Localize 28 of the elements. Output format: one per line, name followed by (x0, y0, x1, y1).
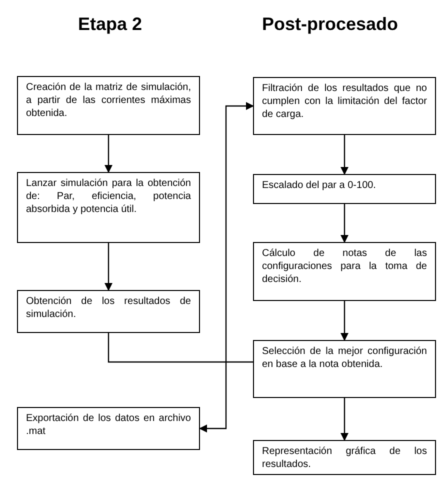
column-heading: Post-procesado (260, 14, 400, 35)
box-text: Escalado del par a 0-100. (262, 179, 377, 192)
arrow (340, 135, 348, 175)
process-box (17, 407, 200, 450)
arrow (104, 243, 112, 291)
process-box (17, 76, 200, 135)
process-box (17, 290, 200, 333)
arrow (199, 361, 253, 432)
process-box (253, 242, 436, 301)
box-text: Obtención de los resultados de simulación. (26, 295, 191, 321)
box-text: Representación gráfica de los resultados. (262, 445, 427, 471)
process-box (253, 77, 436, 135)
box-text: Filtración de los resultados que no cumplen con la limitación del factor de carga. (262, 82, 427, 121)
box-text: Cálculo de notas de las configuraciones para la toma de decisión. (262, 247, 427, 286)
process-box (253, 174, 436, 204)
arrow (104, 135, 112, 173)
box-text: Selección de la mejor configuración en base a la nota obtenida. (262, 345, 427, 371)
arrow (340, 301, 348, 341)
process-box (253, 340, 436, 398)
column-heading: Etapa 2 (76, 14, 144, 35)
process-box (253, 440, 436, 475)
arrow (340, 398, 348, 441)
box-text: Exportación de los datos en archivo .mat (26, 412, 191, 438)
box-text: Lanzar simulación para la obtención de: Par, eficiencia, potencia absorbida y potencia útil. (26, 177, 191, 216)
process-box (17, 172, 200, 243)
arrow (340, 204, 348, 243)
arrow (108, 102, 254, 363)
box-text: Creación de la matriz de simulación, a partir de las corrientes máximas obtenida. (26, 81, 191, 120)
